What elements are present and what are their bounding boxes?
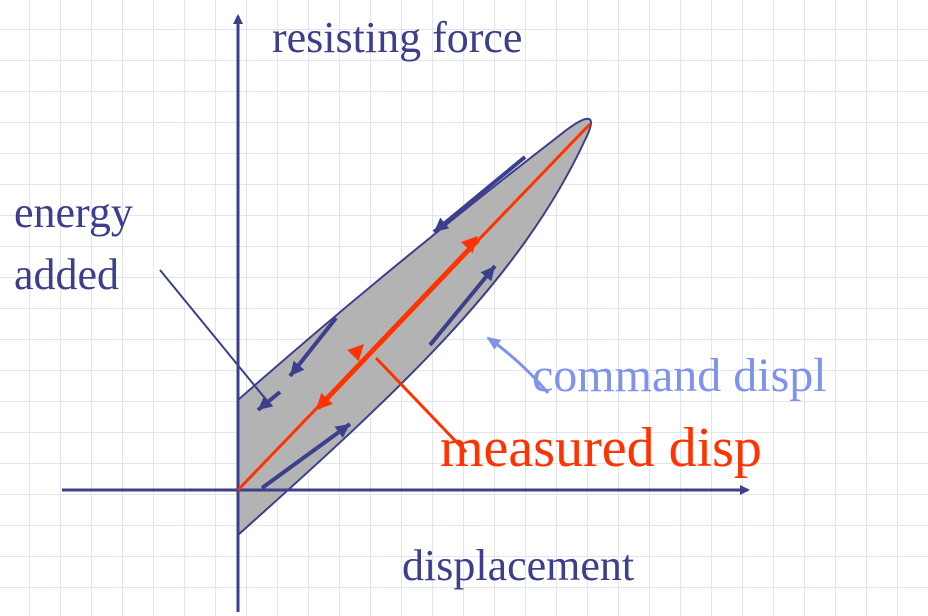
arrowheads-upper — [258, 217, 450, 410]
arrow-head — [258, 395, 274, 410]
arrow-head — [434, 217, 450, 232]
arrowheads-measured — [316, 236, 478, 410]
energy-leader — [159, 269, 269, 403]
x-axis-label: displacement — [402, 541, 635, 590]
command-lower-branch — [260, 264, 497, 490]
energy-added-label: energy added — [14, 182, 133, 306]
hysteresis-loop — [237, 117, 592, 538]
command-leader — [486, 336, 550, 394]
energy-label-line1: energy — [14, 188, 133, 237]
y-axis-label: resisting force — [272, 13, 523, 62]
command-displ-label: command displ — [532, 349, 827, 402]
arrow-head — [290, 360, 305, 376]
measured-leader — [374, 356, 468, 454]
arrow-head — [480, 266, 495, 282]
arrow-head — [334, 424, 350, 438]
arrowheads-lower — [334, 266, 495, 438]
energy-label-line2: added — [14, 250, 120, 299]
arrow-head — [316, 392, 333, 410]
arrow-head — [347, 344, 364, 362]
measured-line-bold — [316, 238, 480, 410]
measured-disp-label: measured disp — [440, 417, 762, 479]
arrow-head — [461, 236, 478, 254]
